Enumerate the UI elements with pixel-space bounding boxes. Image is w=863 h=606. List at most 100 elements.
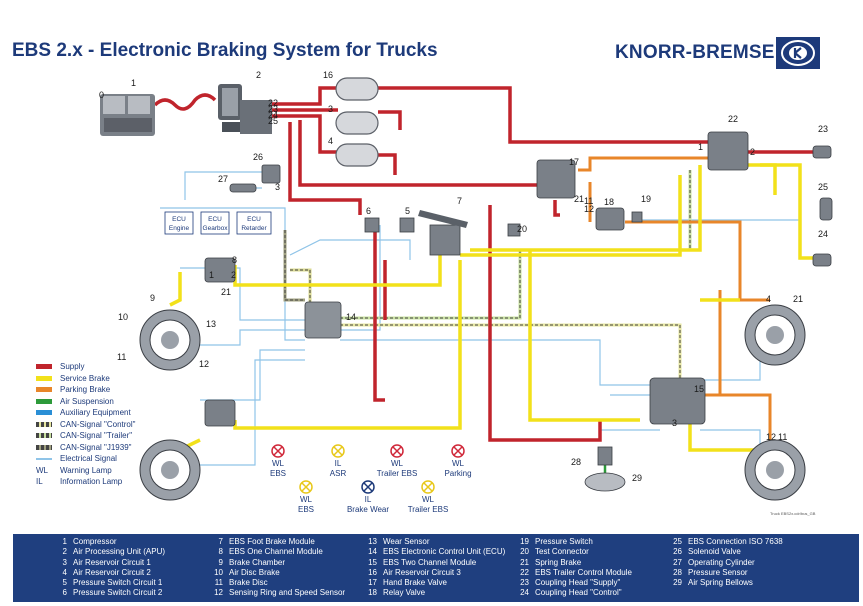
key-number: 9 <box>218 557 223 567</box>
air-processing-unit <box>218 84 272 134</box>
legend-item-can-control: CAN-Signal "Control" <box>36 420 196 432</box>
num-18: 18 <box>604 197 614 207</box>
legend-item-parking-brake: Parking Brake <box>36 385 196 397</box>
port-label: 11 <box>584 196 593 206</box>
brand-logo <box>776 37 820 69</box>
key-label: Solenoid Valve <box>688 547 741 557</box>
port-label: 24 <box>268 110 278 120</box>
key-number: 7 <box>218 537 223 546</box>
legend-swatch <box>36 444 52 450</box>
num-19: 19 <box>641 194 651 204</box>
key-number: 20 <box>520 547 529 557</box>
legend-item-electrical: Electrical Signal <box>36 454 196 466</box>
air-reservoirs <box>335 77 379 167</box>
legend-label: Electrical Signal <box>60 454 117 463</box>
key-number: 5 <box>62 578 67 588</box>
port-label: 1 <box>209 270 214 280</box>
key-number: 25 <box>673 537 682 546</box>
lamp-label: WL <box>300 495 313 504</box>
key-label: Hand Brake Valve <box>383 578 447 588</box>
port-label: 23 <box>268 104 278 114</box>
legend-item-supply: Supply <box>36 362 196 374</box>
legend-label: Information Lamp <box>60 477 123 486</box>
key-label: EBS Electronic Control Unit (ECU) <box>383 547 506 557</box>
wheels <box>139 304 806 501</box>
compressor <box>100 94 155 136</box>
legend-swatch <box>36 458 52 460</box>
key-number: 1 <box>62 537 67 546</box>
legend-item-can-trailer: CAN-Signal "Trailer" <box>36 431 196 443</box>
key-number: 4 <box>62 567 67 577</box>
key-number: 14 <box>368 547 377 557</box>
key-number: 13 <box>368 537 377 546</box>
valve-components <box>204 131 833 492</box>
key-label: Air Reservoir Circuit 2 <box>73 567 151 577</box>
foot-brake-pedal <box>418 210 468 228</box>
lamps: WL EBS WL EBS IL ASR IL Brake Wear WL Tr… <box>270 444 472 514</box>
key-label: Brake Chamber <box>229 557 286 567</box>
num-27: 27 <box>218 174 228 184</box>
num-5: 5 <box>405 206 410 216</box>
num-3: 3 <box>328 104 333 114</box>
key-label: Test Connector <box>535 547 589 557</box>
component-numbers: 0 1 2 16 3 4 26 27 6 5 7 17 18 19 20 22 … <box>99 70 828 483</box>
key-number: 12 <box>214 588 223 598</box>
num-1: 1 <box>131 78 136 88</box>
legend-label: Auxiliary Equipment <box>60 408 131 417</box>
legend-swatch <box>36 433 52 438</box>
port-label: 12 <box>766 432 776 442</box>
port-numbers: 22 23 24 25 11 12 21 1 2 3 4 12 11 21 1 … <box>209 98 787 442</box>
braking-system-diagram: ECU Engine ECU Gearbox ECU Retarder WL E… <box>99 70 833 516</box>
key-number: 29 <box>673 578 682 588</box>
num-10: 10 <box>118 312 128 322</box>
num-23: 23 <box>818 124 828 134</box>
legend-swatch <box>36 375 52 381</box>
lamp-label: IL <box>365 495 372 504</box>
legend-label: Service Brake <box>60 373 110 383</box>
wheel-front-right <box>744 304 806 366</box>
key-number: 6 <box>62 588 67 598</box>
port-label: 3 <box>672 418 677 428</box>
port-label: 11 <box>778 432 787 442</box>
num-4: 4 <box>328 136 333 146</box>
ecu-gearbox-bottom: Gearbox <box>203 225 229 232</box>
num-14: 14 <box>346 312 356 322</box>
num-6: 6 <box>366 206 371 216</box>
num-25: 25 <box>818 182 828 192</box>
num-2: 2 <box>256 70 261 80</box>
key-label: Brake Disc <box>229 578 268 588</box>
lamp-label: WL <box>272 459 285 468</box>
port-label: 22 <box>268 98 278 108</box>
key-number: 21 <box>520 557 529 567</box>
num-26: 26 <box>253 152 263 162</box>
key-number: 18 <box>368 588 377 598</box>
key-label: Compressor <box>73 537 117 546</box>
legend-item-auxiliary: Auxiliary Equipment <box>36 408 196 420</box>
lamp-il-brake-wear: IL Brake Wear <box>347 480 389 514</box>
key-number: 26 <box>673 547 682 557</box>
lamp-sub: Brake Wear <box>347 505 389 514</box>
legend-item-air-suspension: Air Suspension <box>36 397 196 409</box>
lamp-wl-ebs-2: WL EBS <box>298 480 314 514</box>
legend-label: CAN-Signal "J1939" <box>60 442 132 452</box>
lamp-sub: Parking <box>444 469 471 478</box>
port-label: 21 <box>221 287 231 297</box>
legend-label: Warning Lamp <box>60 465 112 475</box>
key-label: Air Reservoir Circuit 3 <box>383 567 461 577</box>
port-label: 2 <box>750 147 755 157</box>
key-number: 28 <box>673 567 682 577</box>
legend-swatch <box>36 421 52 427</box>
legend: Supply Service Brake Parking Brake Air S… <box>36 362 196 489</box>
brand-name: KNORR-BREMSE <box>615 42 775 63</box>
lamp-il-asr: IL ASR <box>330 444 346 478</box>
num-20: 20 <box>517 224 527 234</box>
key-label: Relay Valve <box>383 588 426 598</box>
key-number: 15 <box>368 557 377 567</box>
port-label: 1 <box>698 142 703 152</box>
lamp-wl-parking: WL Parking <box>444 444 472 478</box>
legend-abbr: IL <box>36 477 43 486</box>
num-7: 7 <box>457 196 462 206</box>
key-label: EBS One Channel Module <box>229 547 323 557</box>
key-label: Coupling Head "Supply" <box>535 578 621 588</box>
lamp-wl-trailer-ebs-1: WL Trailer EBS <box>377 444 417 478</box>
